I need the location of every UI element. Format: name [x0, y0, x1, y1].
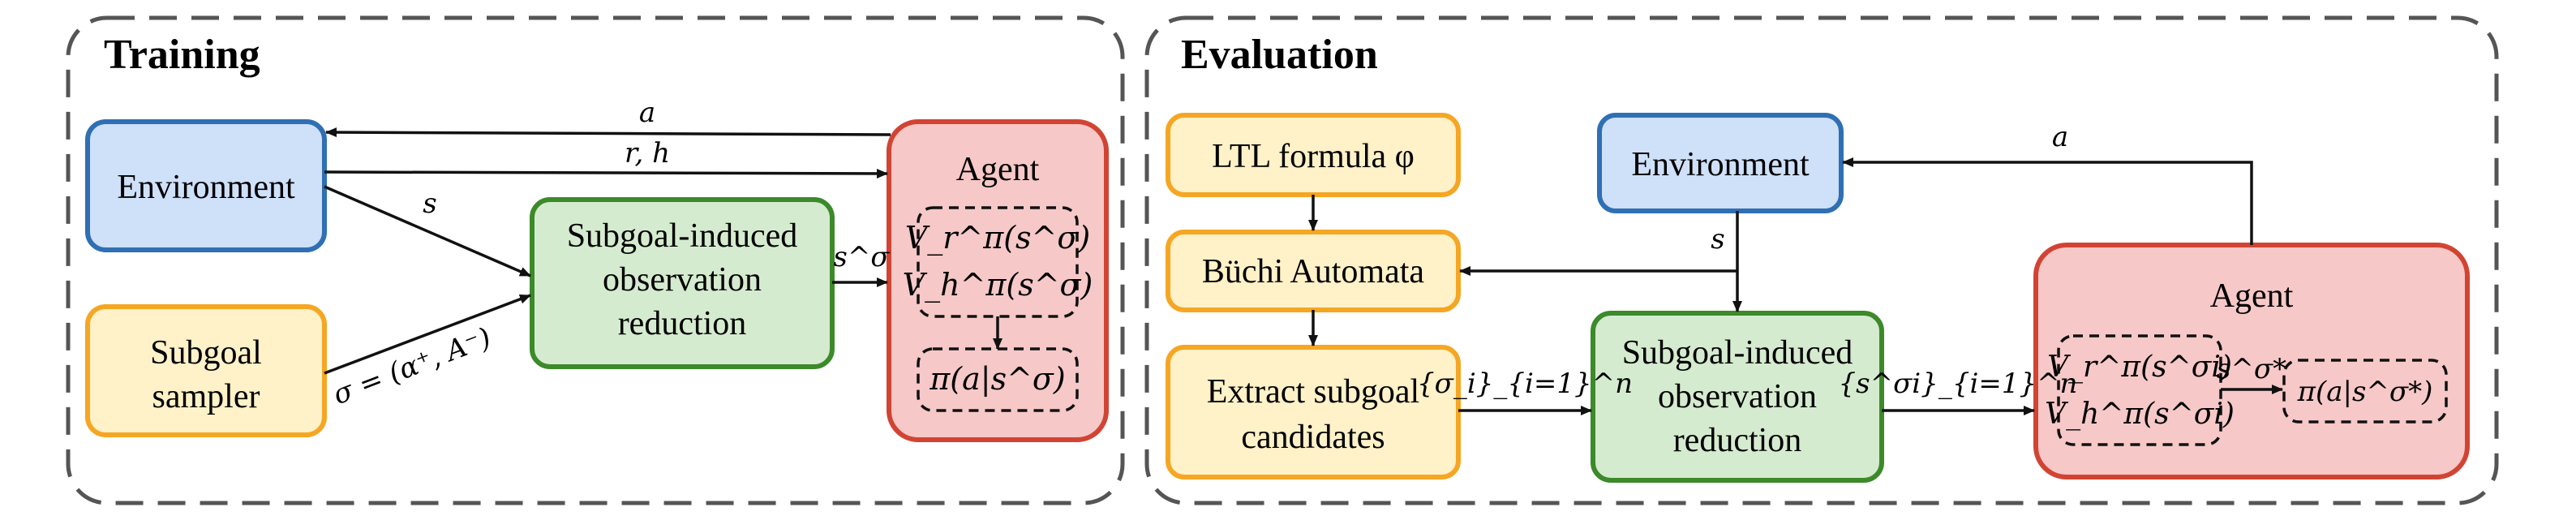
training-environment-label: Environment — [117, 169, 295, 206]
training-state-arrow — [324, 185, 531, 277]
training-policy: π(a|s^σ) — [929, 361, 1065, 397]
extract-candidates-box — [1166, 345, 1461, 479]
evaluation-environment-label: Environment — [1631, 146, 1810, 183]
training-reward-arrow — [324, 168, 888, 178]
training-value-r: V_r^π(s^σ) — [905, 220, 1090, 256]
extract-candidates-label-2: candidates — [1241, 419, 1385, 456]
training-subgoal-label: σ = (α⁺, A⁻) — [328, 321, 496, 411]
subgoal-sampler-box — [85, 304, 327, 437]
training-reduction-label-1: Subgoal-induced — [567, 217, 798, 255]
extract-candidates-label-1: Extract subgoal — [1207, 373, 1419, 411]
training-value-h: V_h^π(s^σ) — [903, 267, 1093, 303]
training-environment-box — [85, 119, 327, 252]
training-action-label: a — [639, 97, 655, 129]
subgoal-sampler-label-2: sampler — [152, 378, 260, 415]
training-action-arrow — [325, 127, 891, 138]
evaluation-state-label: s — [1711, 223, 1724, 256]
evaluation-title: Evaluation — [1181, 32, 1378, 78]
reduced-obs-set-label: {s^σi}_{i=1}^n — [1839, 368, 2078, 400]
evaluation-value-h: V_h^π(s^σi) — [2045, 398, 2235, 431]
training-agent-title: Agent — [956, 151, 1040, 188]
evaluation-reduction-box — [1591, 311, 1884, 483]
evaluation-policy: π(a|s^σ*) — [2297, 376, 2433, 408]
ltl-formula-label: LTL formula φ — [1212, 138, 1415, 175]
training-subgoal-arrow — [324, 294, 531, 375]
training-panel — [66, 15, 1125, 505]
evaluation-reduction-label-2: observation — [1658, 378, 1817, 415]
training-value-box — [917, 206, 1079, 318]
training-agent-box — [887, 119, 1109, 442]
evaluation-action-label: a — [2052, 121, 2068, 153]
training-reduction-label-3: reduction — [618, 305, 747, 342]
evaluation-policy-box — [2282, 359, 2448, 424]
training-policy-box — [917, 347, 1079, 412]
buchi-automata-label: Büchi Automata — [1202, 253, 1424, 290]
evaluation-environment-box — [1597, 113, 1844, 213]
agent-action-arrow — [1842, 157, 2253, 245]
evaluation-reduction-label-3: reduction — [1673, 422, 1802, 459]
candidates-label: {σ_i}_{i=1}^n — [1417, 368, 1633, 400]
training-title: Training — [104, 32, 260, 78]
evaluation-agent-title: Agent — [2210, 277, 2294, 315]
evaluation-best-obs-label: s^σ* — [2217, 353, 2286, 385]
subgoal-sampler-label-1: Subgoal — [150, 334, 262, 372]
evaluation-value-r: V_r^π(s^σi) — [2047, 350, 2232, 384]
training-reduced-obs-label: s^σ — [833, 241, 890, 273]
evaluation-reduction-label-1: Subgoal-induced — [1622, 334, 1853, 372]
evaluation-panel — [1144, 15, 2499, 505]
training-reduction-label-2: observation — [603, 261, 762, 299]
training-state-label: s — [423, 187, 436, 220]
training-reward-label: r, h — [625, 137, 670, 170]
